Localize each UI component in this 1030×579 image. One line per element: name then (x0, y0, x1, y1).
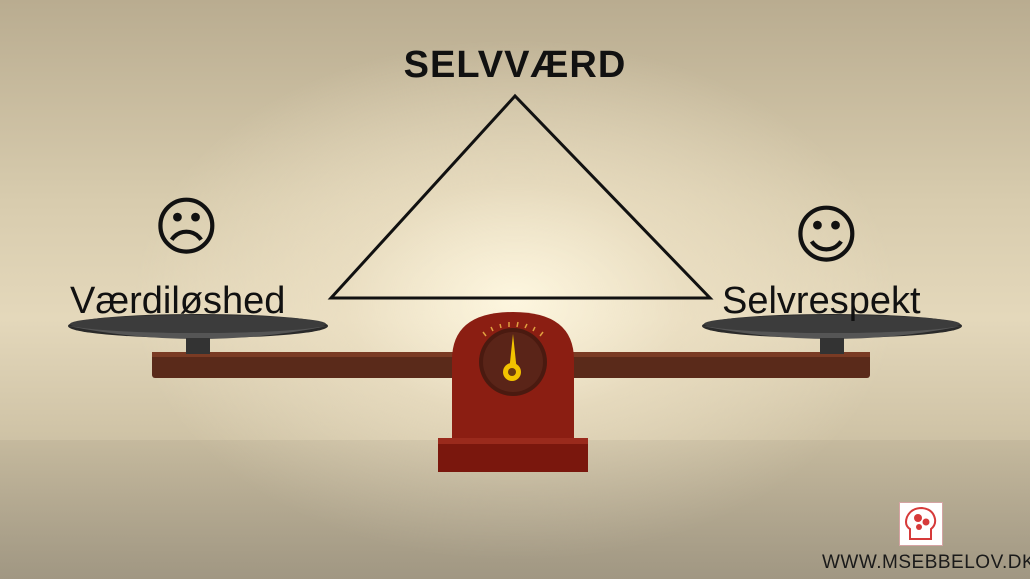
page-title: SELVVÆRD (403, 44, 627, 86)
triangle-diagram (327, 93, 714, 300)
happy-face-icon: ☺ (793, 199, 860, 273)
scale-base (438, 312, 588, 472)
right-pan (702, 314, 962, 354)
brain-logo-icon (899, 502, 943, 546)
gauge-ticks (482, 321, 544, 337)
sad-face-icon: ☹ (153, 191, 220, 265)
gauge-needle (503, 334, 521, 381)
right-label: Selvrespekt (722, 280, 921, 322)
left-label: Værdiløshed (70, 280, 286, 322)
website-watermark: WWW.MSEBBELOV.DK (822, 552, 1030, 573)
left-pan (68, 314, 328, 354)
